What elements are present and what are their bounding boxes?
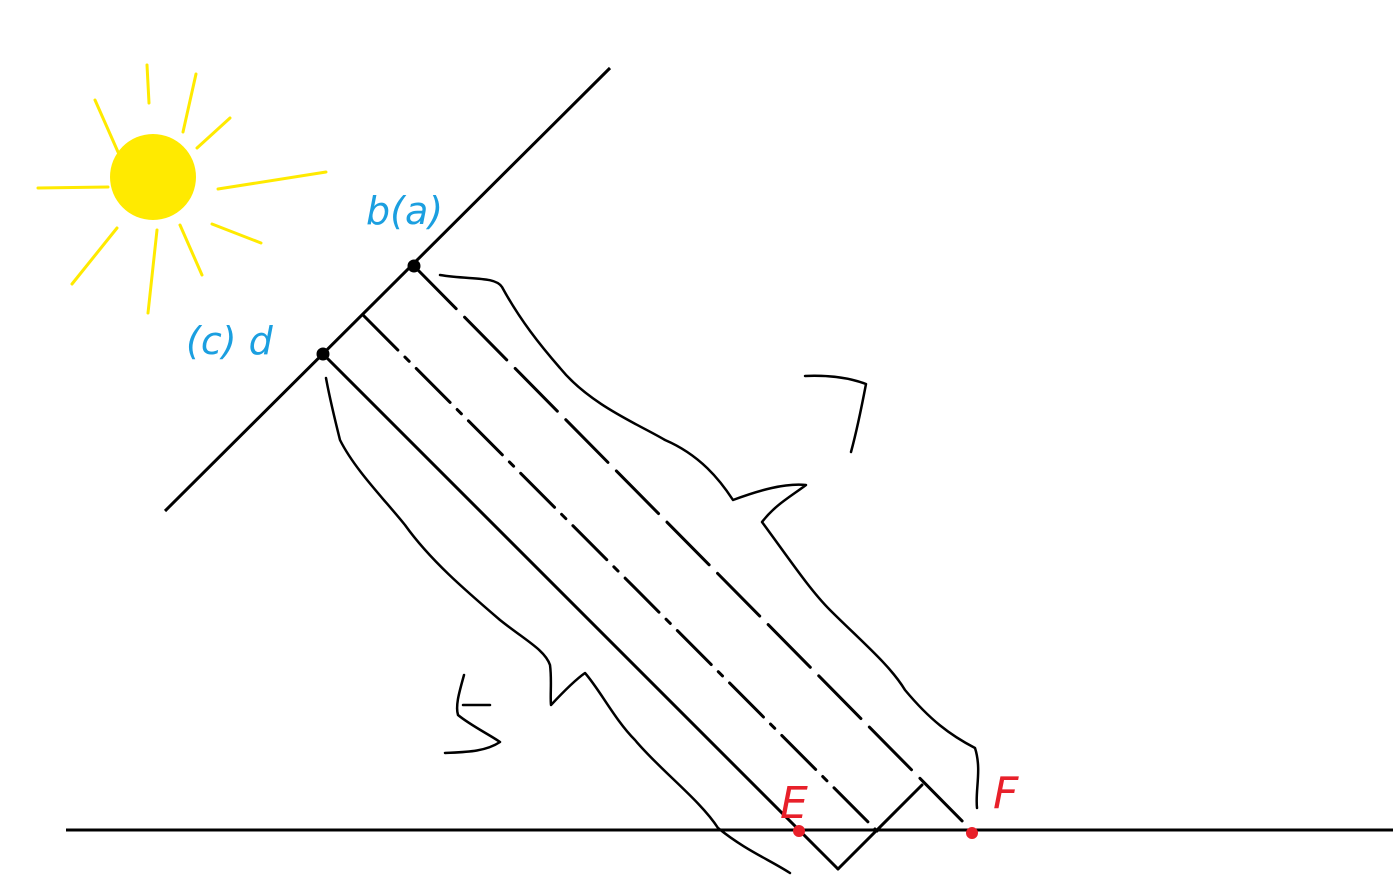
- wall-line: [163, 66, 612, 513]
- beam-right-edge-dashed: [412, 264, 974, 833]
- label-ground-left: E: [780, 778, 808, 829]
- sun-icon: [36, 63, 328, 315]
- sun-ray: [93, 98, 120, 154]
- sun-ray: [146, 228, 159, 315]
- lower-brace: [324, 376, 792, 875]
- label-ground-right: F: [993, 768, 1019, 819]
- beam-left-edge: [321, 352, 840, 871]
- corner-point-top: [407, 259, 421, 273]
- sun-ray: [145, 63, 151, 105]
- sun-ray: [216, 170, 328, 191]
- lower-dimension-mark: [443, 673, 502, 755]
- rectangular-beam: [316, 259, 974, 871]
- sun-ray: [36, 185, 110, 190]
- sun-ray: [195, 116, 232, 150]
- label-top-corner: b(a): [366, 189, 443, 233]
- sun-ray: [210, 222, 263, 245]
- sun-ray: [178, 223, 204, 277]
- dimension-curves: [324, 273, 980, 875]
- point-e-marker: [793, 825, 805, 837]
- label-left-corner: (c) d: [186, 319, 274, 363]
- sun-ray: [70, 226, 119, 286]
- sun-ray: [181, 72, 198, 134]
- sun-disc: [110, 134, 196, 220]
- beam-centre-dashed: [362, 314, 879, 833]
- upper-dimension-mark: [803, 374, 868, 454]
- corner-point-left: [316, 347, 330, 361]
- upper-brace: [438, 273, 980, 810]
- point-f-marker: [966, 827, 978, 839]
- beam-bottom-edge: [836, 783, 924, 871]
